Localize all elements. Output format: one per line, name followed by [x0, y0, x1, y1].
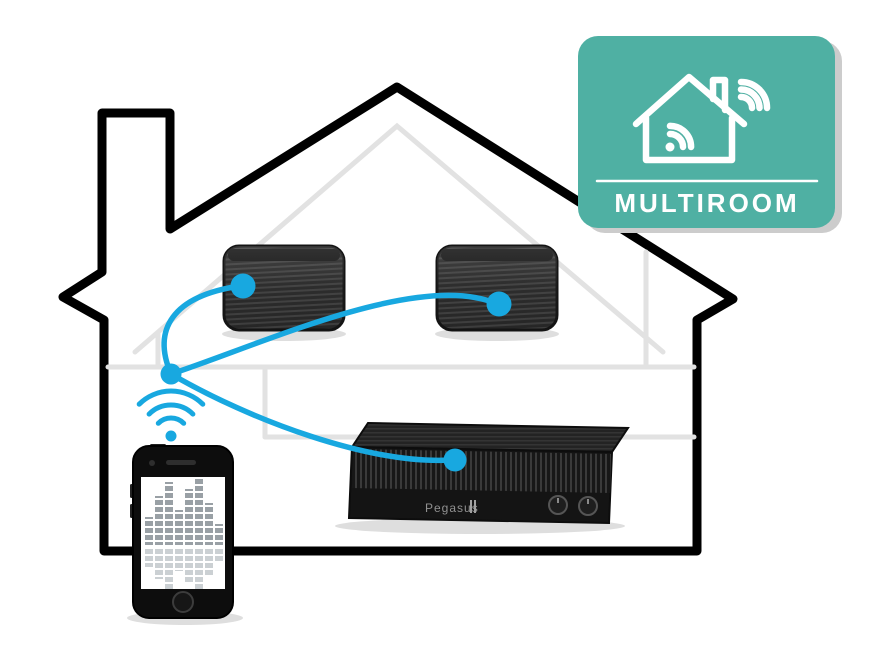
- smartphone: [127, 444, 243, 625]
- connection-node-source: [160, 363, 182, 385]
- amplifier-brand-label: Pegasus: [425, 501, 479, 515]
- volume-knob: [548, 495, 568, 515]
- broadcast-wifi-icon: [737, 78, 771, 112]
- volume-knob: [578, 496, 598, 516]
- multiroom-badge: MULTIROOM: [578, 36, 842, 233]
- amplifier-logo-mark: [470, 500, 472, 513]
- connection-node-amplifier: [443, 448, 467, 472]
- connection-lines: [160, 273, 512, 472]
- amplifier-logo-mark: [474, 500, 476, 513]
- house-wifi-icon: [632, 73, 771, 164]
- speaker-right: [435, 244, 559, 341]
- connection-line-speaker-left: [161, 283, 243, 377]
- connection-line-amplifier: [168, 371, 455, 464]
- badge-label: MULTIROOM: [614, 188, 799, 218]
- indoor-wifi-icon: [665, 122, 695, 152]
- earpiece-speaker: [166, 460, 196, 465]
- connection-line-speaker-right: [168, 292, 500, 377]
- home-button: [172, 591, 194, 613]
- wifi-icon: [136, 388, 206, 442]
- connection-node-speaker-left: [230, 273, 256, 299]
- connection-node-speaker-right: [486, 291, 512, 317]
- front-camera-icon: [149, 460, 155, 466]
- equalizer-display: [145, 479, 223, 589]
- amplifier: Pegasus: [335, 421, 630, 534]
- speaker-left: [222, 244, 346, 341]
